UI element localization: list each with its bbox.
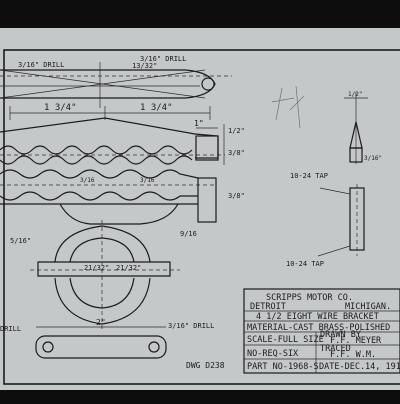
tap-lower: 10-24 TAP xyxy=(286,260,324,268)
dim-top-span: 13/32" xyxy=(132,62,157,70)
company-city: DETROIT xyxy=(250,302,286,312)
dim-bore-a: 21/32" xyxy=(84,264,109,272)
dim-side-half: 1/2" xyxy=(348,91,362,98)
dim-three-eighths-b: 3/8" xyxy=(228,192,245,200)
dim-drill-right: 3/16" DRILL xyxy=(140,55,186,63)
number-required: NO-REQ-SIX xyxy=(247,349,299,359)
dim-section-left: 3/16 xyxy=(80,177,95,184)
dim-drill-left: 3/16" DRILL xyxy=(18,61,64,69)
side-view: 1/2" 3/16" 10-24 TAP 10-24 TAP xyxy=(286,91,382,268)
drawing-border xyxy=(3,49,400,385)
top-view: 3/16" DRILL 3/16" DRILL 13/32" xyxy=(0,55,232,108)
drawn-by: F.F. MEYER xyxy=(330,336,382,346)
drawn-by-label: DRAWN BY xyxy=(320,330,361,340)
part-name: 4 1/2 EIGHT WIRE BRACKET xyxy=(256,312,379,322)
part-number: PART NO-1968-S xyxy=(247,362,319,372)
traced-by: F.F. W.M. xyxy=(330,350,376,360)
dim-five-sixteenths: 5/16" xyxy=(10,237,31,245)
company-state: MICHIGAN. xyxy=(345,302,391,312)
dim-bore-b: 21/32" xyxy=(116,264,141,272)
dim-inch: 1" xyxy=(194,119,204,128)
front-view: 1" 1/2" 3/8" xyxy=(0,117,245,165)
dim-drill-bottom-right: 3/16" DRILL xyxy=(168,322,214,330)
dim-section-right: 3/16 xyxy=(140,177,155,184)
drawing-date: DATE-DEC.14, 1911 xyxy=(319,362,400,372)
clamp-view: 21/32" 21/32" 5/16" xyxy=(10,220,180,330)
traced-label: TRACED xyxy=(320,344,351,354)
drill-hole xyxy=(201,77,215,91)
paper xyxy=(0,28,400,390)
company-name: SCRIPPS MOTOR CO. xyxy=(266,293,353,303)
section-view: 3/16 3/16 3/8" 9/16 xyxy=(0,169,245,238)
dim-half-span-left: 1 3/4" xyxy=(44,103,77,113)
dim-drill-bottom-left: DRILL xyxy=(0,325,21,333)
title-block: SCRIPPS MOTOR CO. DETROIT MICHIGAN. 4 1/… xyxy=(243,288,400,374)
scale: SCALE-FULL SIZE xyxy=(247,335,324,345)
tap-upper: 10-24 TAP xyxy=(290,172,328,180)
dim-side-three-sixteenths: 3/16" xyxy=(364,155,382,162)
pencil-scribble xyxy=(271,85,305,129)
dim-two-inch: 2" xyxy=(96,318,106,327)
dim-nine-sixteenths: 9/16 xyxy=(180,230,197,238)
dwg-number: DWG D238 xyxy=(186,361,225,370)
dim-three-eighths-a: 3/8" xyxy=(228,149,245,157)
bottom-bar-view: 2" DRILL 3/16" DRILL xyxy=(0,318,214,359)
dim-half: 1/2" xyxy=(228,127,245,135)
material: MATERIAL-CAST BRASS-POLISHED xyxy=(247,323,390,333)
dim-half-span-right: 1 3/4" xyxy=(140,103,173,113)
